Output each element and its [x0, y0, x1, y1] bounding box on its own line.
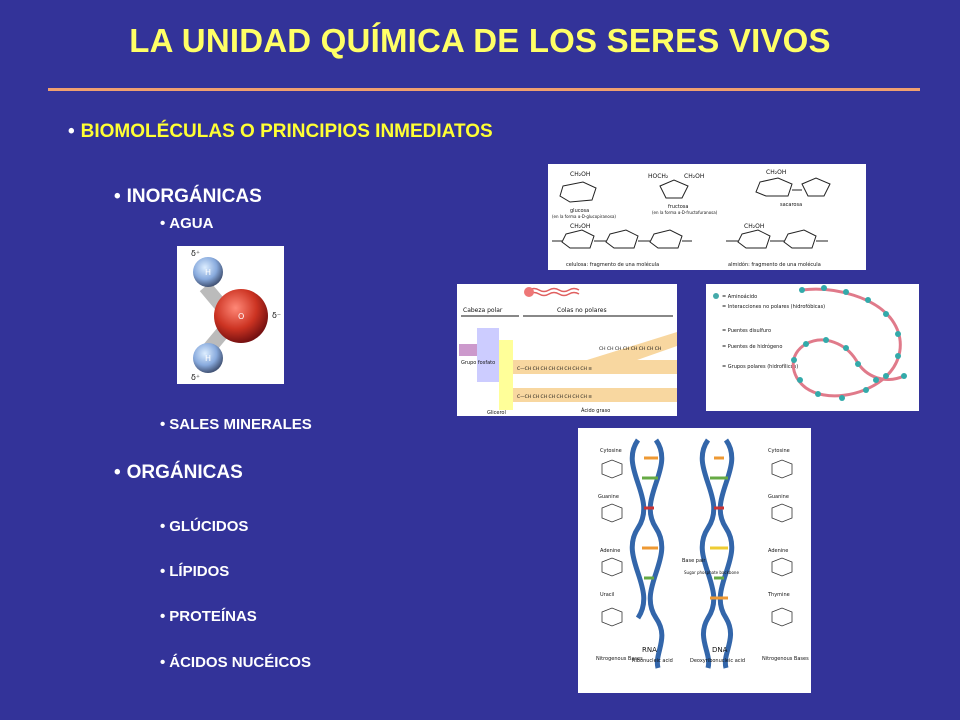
label-bases-right: Nitrogenous Bases: [762, 656, 809, 662]
svg-text:δ⁺: δ⁺: [191, 249, 200, 258]
bullet-text: PROTEÍNAS: [169, 608, 257, 625]
svg-text:O: O: [238, 312, 244, 321]
svg-text:δ⁺: δ⁺: [191, 373, 200, 382]
label-ch2oh-cel: CH₂OH: [570, 223, 590, 230]
label-cytosine-right: Cytosine: [768, 448, 790, 454]
title-divider: [48, 88, 920, 91]
label-glucosa-sub: (en la forma α-D-glucopiranosa): [552, 214, 616, 219]
label-glucosa: glucosa: [570, 208, 589, 214]
bullet-text: LÍPIDOS: [169, 563, 230, 580]
carbohydrates-svg: CH₂OH HOCH₂ CH₂OH CH₂OH glucosa (en la f…: [552, 169, 831, 268]
bullet-lipidos: •LÍPIDOS: [160, 563, 230, 580]
label-uracil: Uracil: [600, 592, 614, 598]
bullet-organicas: •ORGÁNICAS: [114, 462, 243, 483]
protein-svg: = Aminoácido = Interacciones no polares …: [713, 285, 907, 401]
label-rna: RNA: [642, 646, 657, 654]
legend-disulfide: = Puentes disulfuro: [722, 328, 771, 334]
label-grupo: Grupo fosfato: [461, 360, 495, 366]
bullet-acidos: •ÁCIDOS NUCÉICOS: [160, 654, 311, 671]
label-chain-bot: C—CH CH CH CH CH CH CH CH ≡: [517, 394, 592, 400]
nucleic-acid-svg: Cytosine Guanine Adenine Uracil Cytosine…: [596, 438, 809, 669]
label-tails: Colas no polares: [557, 307, 607, 314]
label-ribonucleic: Ribonucleic acid: [632, 658, 673, 664]
label-chain-mid: C—CH CH CH CH CH CH CH CH ≡: [517, 366, 592, 372]
slide-title: LA UNIDAD QUÍMICA DE LOS SERES VIVOS: [129, 22, 831, 59]
lipid-svg: Cabeza polar Colas no polares Grupo fosf…: [459, 287, 677, 416]
legend-polar: = Grupos polares (hidrofílicos): [722, 363, 798, 370]
svg-text:H: H: [205, 268, 211, 277]
bullet-text: AGUA: [169, 215, 214, 232]
label-chain-top: CH CH CH CH CH CH CH CH: [599, 346, 661, 352]
legend-aminoacid: = Aminoácido: [722, 293, 757, 300]
bullet-text: ORGÁNICAS: [126, 462, 243, 483]
bullet-sales: •SALES MINERALES: [160, 416, 312, 433]
water-molecule-svg: H H O δ⁺ δ⁺ δ⁻: [191, 249, 281, 382]
legend-hydrogen: = Puentes de hidrógeno: [722, 343, 782, 350]
label-dna: DNA: [712, 646, 728, 654]
water-molecule-image: H H O δ⁺ δ⁺ δ⁻: [177, 246, 284, 384]
label-fructosa-sub: (en la forma α-D-fructofuranosa): [652, 210, 718, 215]
label-hoch2: HOCH₂: [648, 173, 669, 180]
bullet-proteinas: •PROTEÍNAS: [160, 608, 257, 625]
bullet-dot: •: [68, 121, 75, 142]
label-deoxyribonucleic: Deoxyribonucleic acid: [690, 658, 745, 664]
bullet-biomoleculas: •BIOMOLÉCULAS O PRINCIPIOS INMEDIATOS: [68, 121, 493, 143]
label-fructosa: fructosa: [668, 204, 688, 210]
label-thymine: Thymine: [767, 592, 790, 598]
label-ch2oh-sucrose: CH₂OH: [766, 169, 786, 176]
bullet-text: SALES MINERALES: [169, 416, 312, 433]
label-cytosine-left: Cytosine: [600, 448, 622, 454]
label-acido-graso: Ácido graso: [581, 407, 610, 414]
bullet-text: GLÚCIDOS: [169, 518, 249, 535]
label-ch2oh-fructosa: CH₂OH: [684, 173, 704, 180]
label-almidon: almidón: fragmento de una molécula: [728, 261, 821, 268]
label-guanine-right: Guanine: [768, 494, 789, 500]
label-backbone: Sugar phosphate backbone: [684, 570, 739, 575]
label-guanine-left: Guanine: [598, 494, 619, 500]
bullet-inorganicas: •INORGÁNICAS: [114, 186, 262, 207]
label-ch2oh: CH₂OH: [570, 171, 590, 178]
nucleic-acid-image: Cytosine Guanine Adenine Uracil Cytosine…: [578, 428, 811, 693]
protein-image: = Aminoácido = Interacciones no polares …: [706, 284, 919, 411]
label-sacarosa: sacarosa: [780, 202, 802, 208]
label-adenine-right: Adenine: [768, 548, 788, 554]
bullet-text: INORGÁNICAS: [126, 186, 262, 207]
label-bases-left: Nitrogenous Bases: [596, 656, 643, 662]
label-ch2oh-alm: CH₂OH: [744, 223, 764, 230]
bullet-glucidos: •GLÚCIDOS: [160, 518, 249, 535]
lipid-image: Cabeza polar Colas no polares Grupo fosf…: [457, 284, 677, 416]
label-head: Cabeza polar: [463, 307, 503, 314]
bullet-text: ÁCIDOS NUCÉICOS: [169, 654, 311, 671]
legend-nonpolar: = Interacciones no polares (hidrofóbicas…: [722, 303, 825, 310]
svg-text:δ⁻: δ⁻: [272, 311, 281, 320]
bullet-agua: •AGUA: [160, 215, 214, 232]
label-glicerol: Glicerol: [487, 410, 506, 416]
bullet-text: BIOMOLÉCULAS O PRINCIPIOS INMEDIATOS: [80, 121, 493, 142]
carbohydrates-image: CH₂OH HOCH₂ CH₂OH CH₂OH glucosa (en la f…: [548, 164, 866, 270]
label-adenine-left: Adenine: [600, 548, 620, 554]
label-celulosa: celulosa: fragmento de una molécula: [566, 261, 659, 268]
svg-text:H: H: [205, 354, 211, 363]
label-basepair: Base pair: [682, 558, 706, 564]
